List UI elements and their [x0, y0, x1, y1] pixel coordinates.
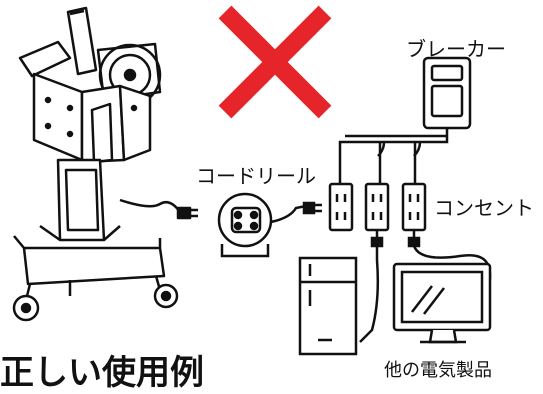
pitching-machine	[12, 6, 198, 322]
outlets	[328, 182, 427, 232]
page-title: 正しい使用例	[0, 353, 204, 393]
breaker-box	[422, 56, 472, 130]
cord-reel-label: コードリール	[196, 164, 316, 188]
cross-mark-icon	[218, 5, 332, 119]
outlet-label: コンセント	[434, 196, 534, 220]
breaker-label: ブレーカー	[406, 37, 506, 61]
refrigerator	[298, 256, 358, 356]
illustration	[12, 5, 492, 356]
breaker-wiring	[338, 128, 449, 184]
other-appliances-label: 他の電気製品	[384, 360, 492, 381]
monitor	[392, 262, 492, 344]
cord-reel	[217, 192, 322, 258]
